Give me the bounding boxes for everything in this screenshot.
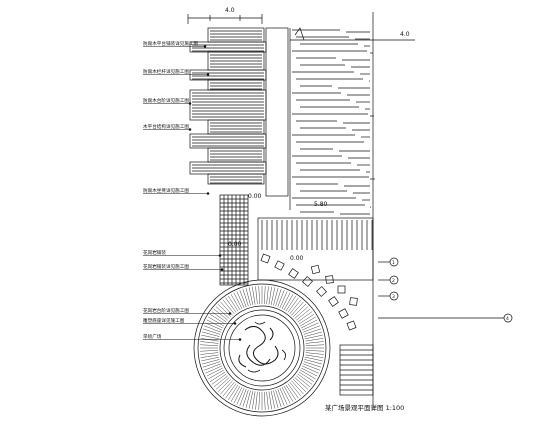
plaza-outline	[257, 217, 374, 281]
stepping-stones	[260, 253, 358, 331]
walkway-strip	[219, 194, 249, 286]
callout-number: 4	[506, 316, 509, 322]
wood-deck-stack	[189, 27, 291, 210]
label-leaders	[143, 45, 242, 341]
annotation-label: 旱喷广场	[143, 333, 162, 340]
plaza-hatching	[261, 220, 373, 391]
top-dimension	[187, 14, 263, 24]
callout-bubbles: 1 2 3 4	[378, 257, 513, 323]
elevation-3: 0.00	[228, 241, 242, 248]
annotation-label: 花岗岩铺装详见施工图	[143, 263, 189, 270]
drawing-title: 某广场景观平面详图 1:100	[325, 403, 404, 412]
annotation-label: 防腐木栏杆详见施工图	[143, 68, 189, 75]
deck-board-lines	[292, 29, 375, 215]
callout-number: 2	[392, 278, 395, 284]
annotation-label: 花岗岩铺装	[143, 249, 166, 256]
annotation-label: 防腐木台阶详见施工图	[143, 97, 189, 104]
callout-number: 3	[392, 294, 395, 300]
annotation-label: 雕塑底座详见施工图	[143, 317, 185, 324]
annotation-label: 木平台结构详见施工图	[143, 123, 189, 130]
dim-right-text: 4.0	[400, 31, 410, 38]
elevation-4: 0.00	[290, 255, 304, 262]
right-dimension	[290, 27, 415, 41]
circular-fountain	[193, 279, 331, 417]
annotation-label: 花岗岩台阶详见施工图	[143, 307, 189, 314]
callout-number: 1	[392, 260, 395, 266]
walkway-grid	[220, 195, 248, 285]
dim-top-text: 4.0	[225, 7, 235, 14]
annotation-label: 防腐木平台铺装详见施工图	[143, 40, 199, 47]
elevation-2: 5.80	[314, 201, 328, 208]
elevation-1: 0.00	[248, 193, 262, 200]
annotation-label: 防腐木坐凳详见施工图	[143, 187, 189, 194]
